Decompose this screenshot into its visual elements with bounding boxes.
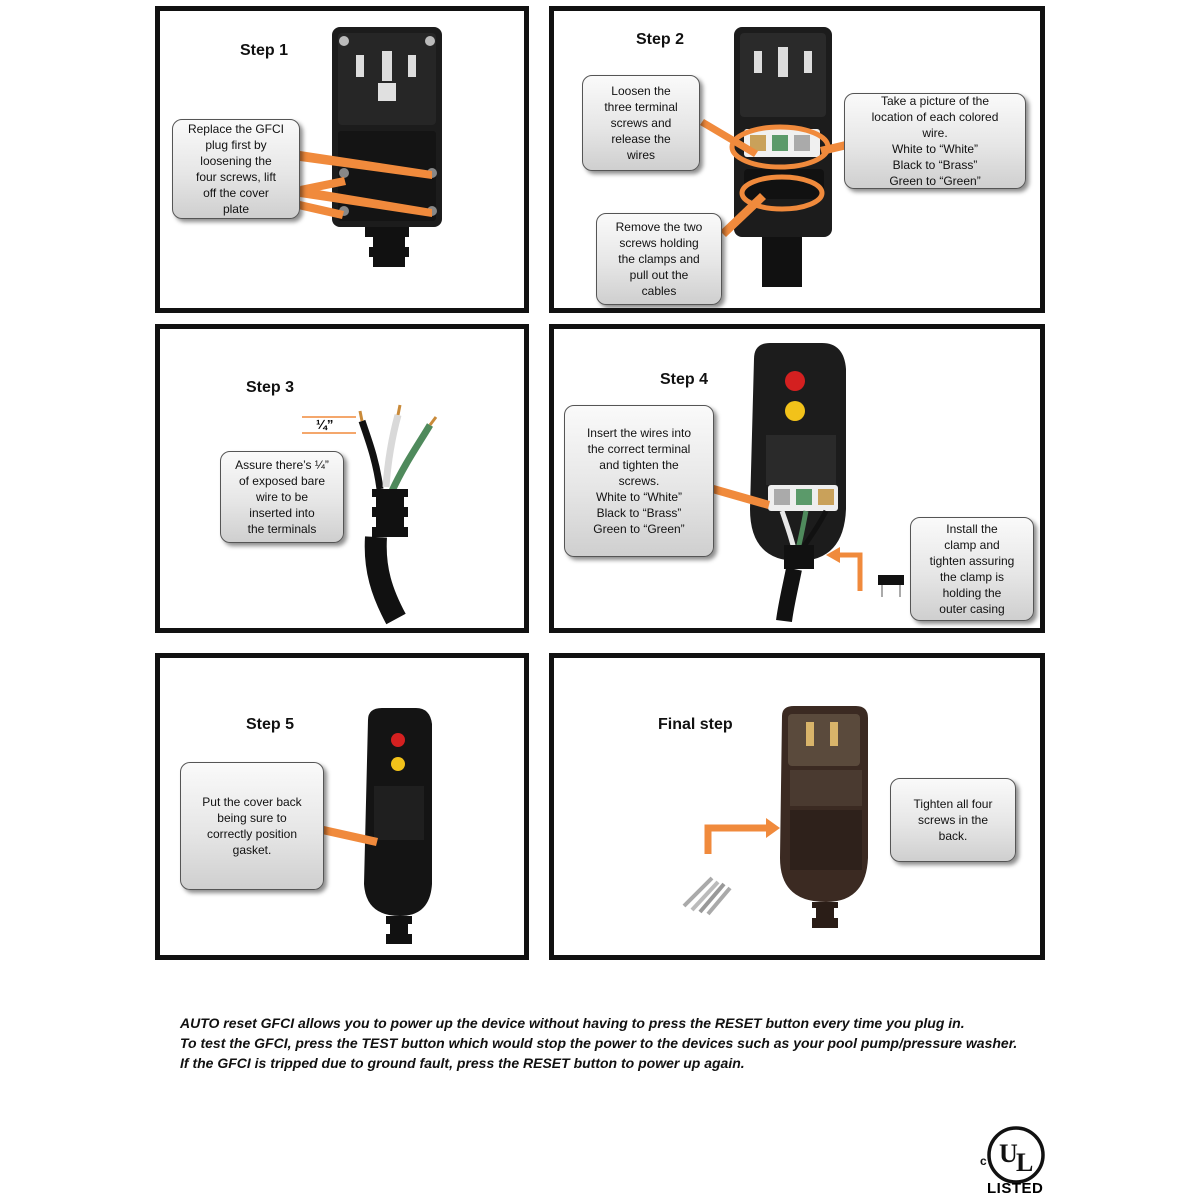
step-5-callout: Put the cover back being sure to correct… [180,762,324,890]
step-1-callout: Replace the GFCI plug first by loosening… [172,119,300,219]
step-1-panel: Step 1 Replace the GFCI plug first by lo… [155,6,529,313]
step-5-gfci-illustration [322,708,432,944]
footer-line-auto-reset: AUTO reset GFCI allows you to power up t… [180,1015,965,1031]
final-step-callout-text: Tighten all four screws in the back. [913,797,993,843]
step-2-callout-loosen-text: Loosen the three terminal screws and rel… [604,84,678,162]
ul-l-letter: L [1016,1148,1033,1177]
step-4-panel: Step 4 Insert the wires into the correct… [549,324,1045,633]
footer-line-test: To test the GFCI, press the TEST button … [180,1035,1018,1051]
step-4-callout-insert-text: Insert the wires into the correct termin… [586,426,692,536]
ul-listed-logo-icon: c U L [980,1126,1045,1184]
final-step-callout: Tighten all four screws in the back. [890,778,1016,862]
final-step-panel: Final step Tighten all four screws in th… [549,653,1045,960]
step-4-title: Step 4 [660,371,709,388]
footer-instructions: AUTO reset GFCI allows you to power up t… [180,1013,1080,1073]
step-3-dimension-label: ¼” [316,417,334,432]
step-1-plug-illustration [298,27,442,267]
step-3-panel: Step 3 ¼” Assure there’s ¼” of exposed b… [155,324,529,633]
step-2-callout-picture: Take a picture of the location of each c… [844,93,1026,189]
step-5-title: Step 5 [246,716,295,733]
step-3-callout-text: Assure there’s ¼” of exposed bare wire t… [235,458,329,536]
step-3-cable-illustration [302,404,438,625]
step-1-title: Step 1 [240,42,289,59]
step-4-gfci-illustration [712,343,904,623]
step-4-callout-insert: Insert the wires into the correct termin… [564,405,714,557]
step-5-panel: Step 5 Put the cover back being sure to … [155,653,529,960]
step-2-callout-remove-text: Remove the two screws holding the clamps… [615,220,703,298]
ul-listed-label: LISTED [987,1180,1044,1197]
step-3-title: Step 3 [246,379,295,396]
step-3-callout: Assure there’s ¼” of exposed bare wire t… [220,451,344,543]
step-4-callout-clamp: Install the clamp and tighten assuring t… [910,517,1034,621]
step-2-callout-loosen: Loosen the three terminal screws and rel… [582,75,700,171]
ul-c-letter: c [980,1154,987,1168]
step-1-callout-text: Replace the GFCI plug first by loosening… [187,122,285,216]
step-2-callout-remove: Remove the two screws holding the clamps… [596,213,722,305]
step-2-plug-illustration [700,27,856,287]
step-5-callout-text: Put the cover back being sure to correct… [202,795,302,857]
step-4-callout-clamp-text: Install the clamp and tighten assuring t… [929,522,1015,616]
final-step-title: Final step [658,716,733,733]
step-2-panel: Step 2 Loosen the three terminal screws … [549,6,1045,313]
step-2-callout-picture-text: Take a picture of the location of each c… [871,94,999,188]
final-step-gfci-illustration [682,706,868,928]
step-2-title: Step 2 [636,31,685,48]
footer-line-tripped: If the GFCI is tripped due to ground fau… [180,1055,745,1071]
ul-u-letter: U [999,1139,1018,1168]
